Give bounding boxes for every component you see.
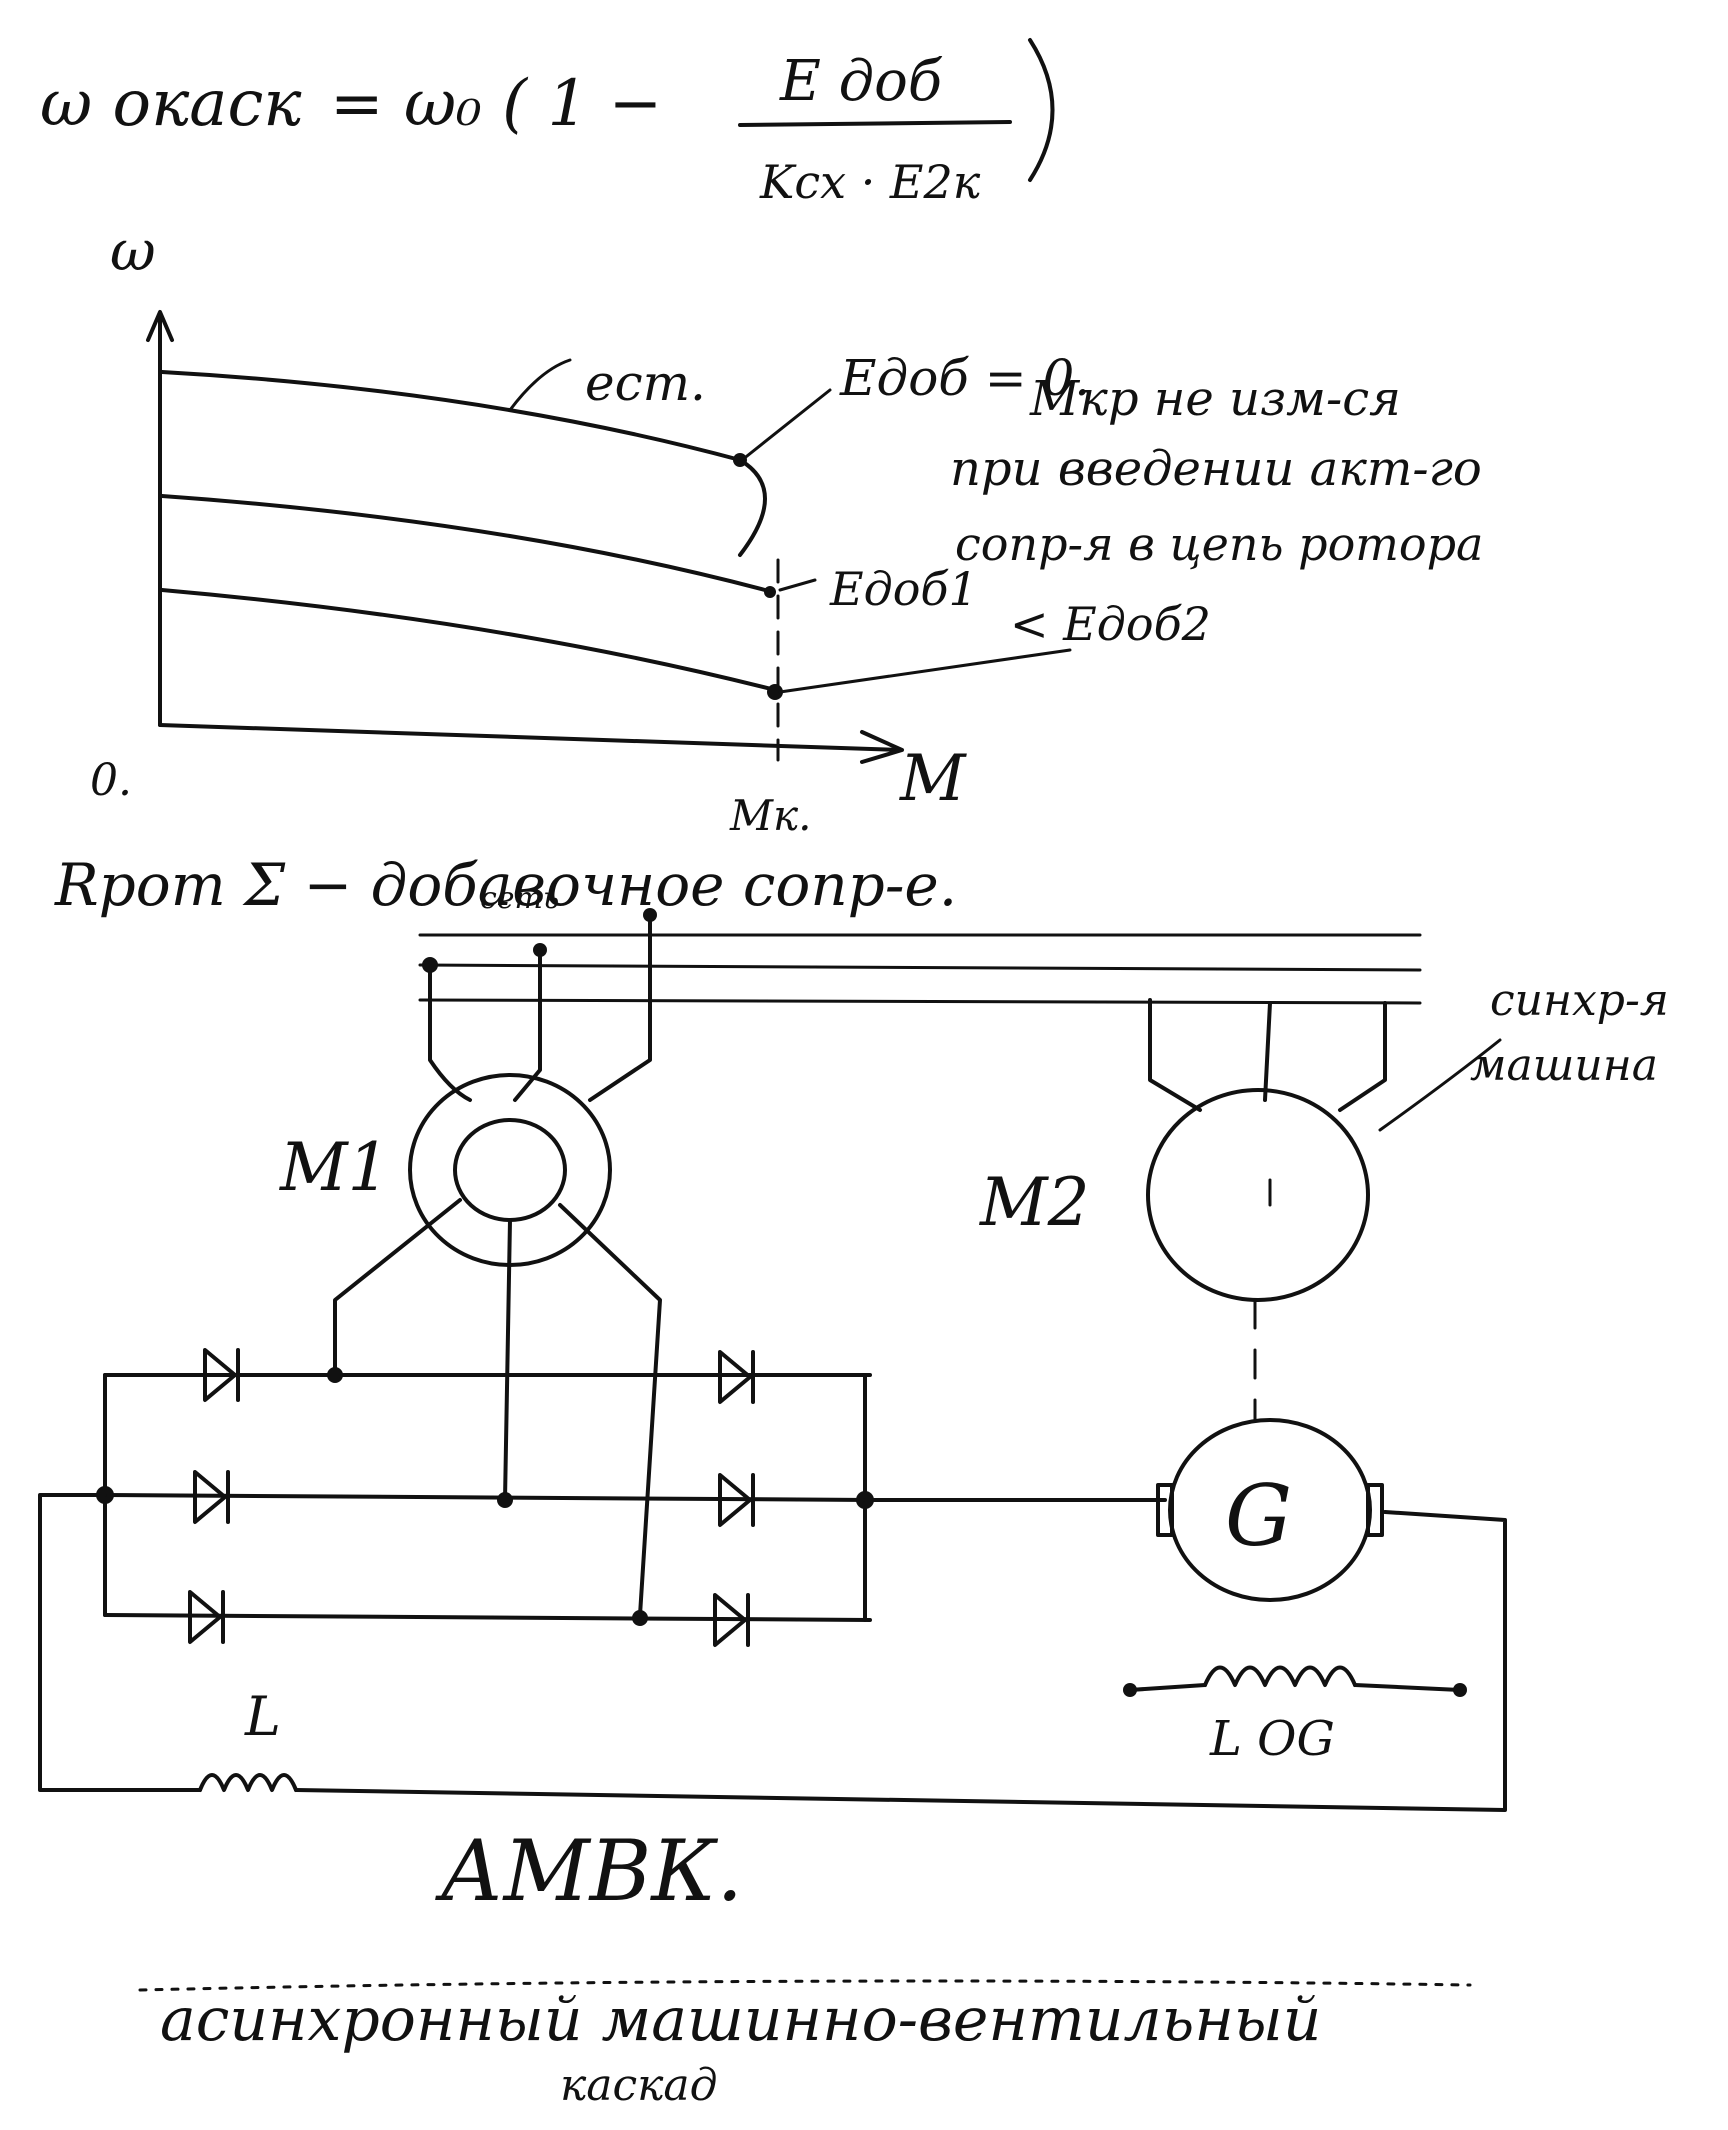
m2-lead-c xyxy=(1338,1001,1387,1112)
bridge-node xyxy=(632,1610,648,1626)
formula-rhs-prefix: = ω₀ ( 1 − xyxy=(330,67,662,141)
caption-line-1: асинхронный машинно-вентильный xyxy=(160,1985,1321,2055)
m2-lead-b xyxy=(1263,1001,1272,1102)
formula-denominator: Kсх · E2к xyxy=(759,155,981,209)
dc-loop: L xyxy=(38,1493,1507,1812)
generator-g: G xyxy=(1156,1418,1384,1602)
m1-rotor-lead-b xyxy=(503,1218,512,1502)
bridge-rail-mid xyxy=(103,1493,872,1502)
bridge-node xyxy=(497,1492,513,1508)
m1-label: M1 xyxy=(279,1129,390,1206)
curve-edob1-point xyxy=(764,586,776,598)
field-lead-right xyxy=(1353,1683,1462,1692)
formula-lhs: ω окаск xyxy=(40,67,302,141)
y-axis-arrow xyxy=(146,310,174,342)
note-line-3: сопр-я в цепь ротора xyxy=(955,517,1483,571)
curve-natural-label: ест. xyxy=(585,354,706,412)
edob2-label: < Eдоб2 xyxy=(1010,597,1211,651)
field-winding: L ОG xyxy=(1123,1665,1467,1767)
curve-natural-point xyxy=(733,453,747,467)
rpot-note: Rрот Σ − добавочное сопр-е. xyxy=(54,851,957,919)
sync-note-line1: синхр-я xyxy=(1490,975,1669,1026)
leader-edob-zero xyxy=(740,388,832,462)
m1-rotor xyxy=(453,1118,567,1222)
network-line-2 xyxy=(418,963,1422,972)
caption-line-2: каскад xyxy=(560,2060,718,2111)
x-axis-label: M xyxy=(899,742,967,816)
dc-loop-right xyxy=(294,1510,1507,1812)
m1-lead-a xyxy=(428,963,472,1102)
m2-lead-a xyxy=(1148,998,1202,1112)
field-terminal xyxy=(1453,1683,1467,1697)
caption-underline xyxy=(138,1979,1472,1992)
m2-label: M2 xyxy=(979,1164,1090,1241)
m2-leader xyxy=(1378,1038,1502,1132)
curve-edob2 xyxy=(160,588,777,692)
edob-zero-label: Eдоб = 0. xyxy=(839,349,1090,407)
leader-natural xyxy=(508,358,572,412)
curve-natural xyxy=(160,370,767,557)
speed-torque-graph: ω M 0. Mк. ест. Eдоб = 0. Eдоб1 < Eдоб2 … xyxy=(90,219,1483,840)
leader-edob2 xyxy=(778,648,1072,694)
closing-paren xyxy=(1028,38,1055,182)
bridge-node xyxy=(327,1367,343,1383)
motor-m2: M2 синхр-я машина xyxy=(979,975,1669,1422)
note-line-2: при введении акт-го xyxy=(950,441,1482,497)
note-line-1: Mкр не изм-ся xyxy=(1029,371,1401,427)
y-axis-label: ω xyxy=(110,219,156,284)
generator-brush-left xyxy=(1156,1483,1174,1537)
field-terminal xyxy=(1123,1683,1137,1697)
inductor-l xyxy=(198,1773,298,1792)
m1-lead-c xyxy=(588,913,652,1102)
diode xyxy=(203,1348,240,1402)
m1-rotor-lead-a xyxy=(333,1198,462,1377)
m1-rotor-lead-c xyxy=(558,1203,662,1617)
formula: ω окаск = ω₀ ( 1 − E доб Kсх · E2к xyxy=(40,38,1055,209)
mk-label: Mк. xyxy=(729,791,811,840)
sync-note-line2: машина xyxy=(1470,1040,1658,1091)
leader-edob1 xyxy=(778,578,817,592)
diode xyxy=(718,1350,755,1404)
m2-body xyxy=(1146,1088,1370,1302)
x-axis-arrow xyxy=(860,730,904,764)
motor-m1: M1 xyxy=(279,913,662,1617)
field-coil xyxy=(1203,1665,1357,1687)
inductor-label: L xyxy=(244,1685,281,1748)
diode xyxy=(718,1473,755,1527)
generator-label: G xyxy=(1225,1467,1292,1565)
curve-edob2-point xyxy=(767,684,783,700)
formula-numerator: E доб xyxy=(779,49,943,114)
origin-label: 0. xyxy=(90,755,132,806)
network-label: сеть xyxy=(480,881,559,916)
dc-loop-left xyxy=(38,1493,202,1792)
network-line-3 xyxy=(418,998,1422,1005)
edob1-label: Eдоб1 xyxy=(829,562,978,616)
x-axis xyxy=(158,723,902,752)
diode xyxy=(713,1593,750,1647)
diode xyxy=(188,1590,225,1644)
generator-brush-right xyxy=(1366,1483,1384,1537)
rectifier-bridge xyxy=(96,1348,874,1647)
fraction-bar xyxy=(738,120,1012,127)
title: АМВК. xyxy=(435,1822,743,1920)
m1-lead-b xyxy=(513,948,542,1102)
field-lead-left xyxy=(1128,1683,1207,1692)
curve-edob1 xyxy=(160,494,767,592)
diode xyxy=(193,1470,230,1524)
field-label: L ОG xyxy=(1209,1711,1335,1767)
